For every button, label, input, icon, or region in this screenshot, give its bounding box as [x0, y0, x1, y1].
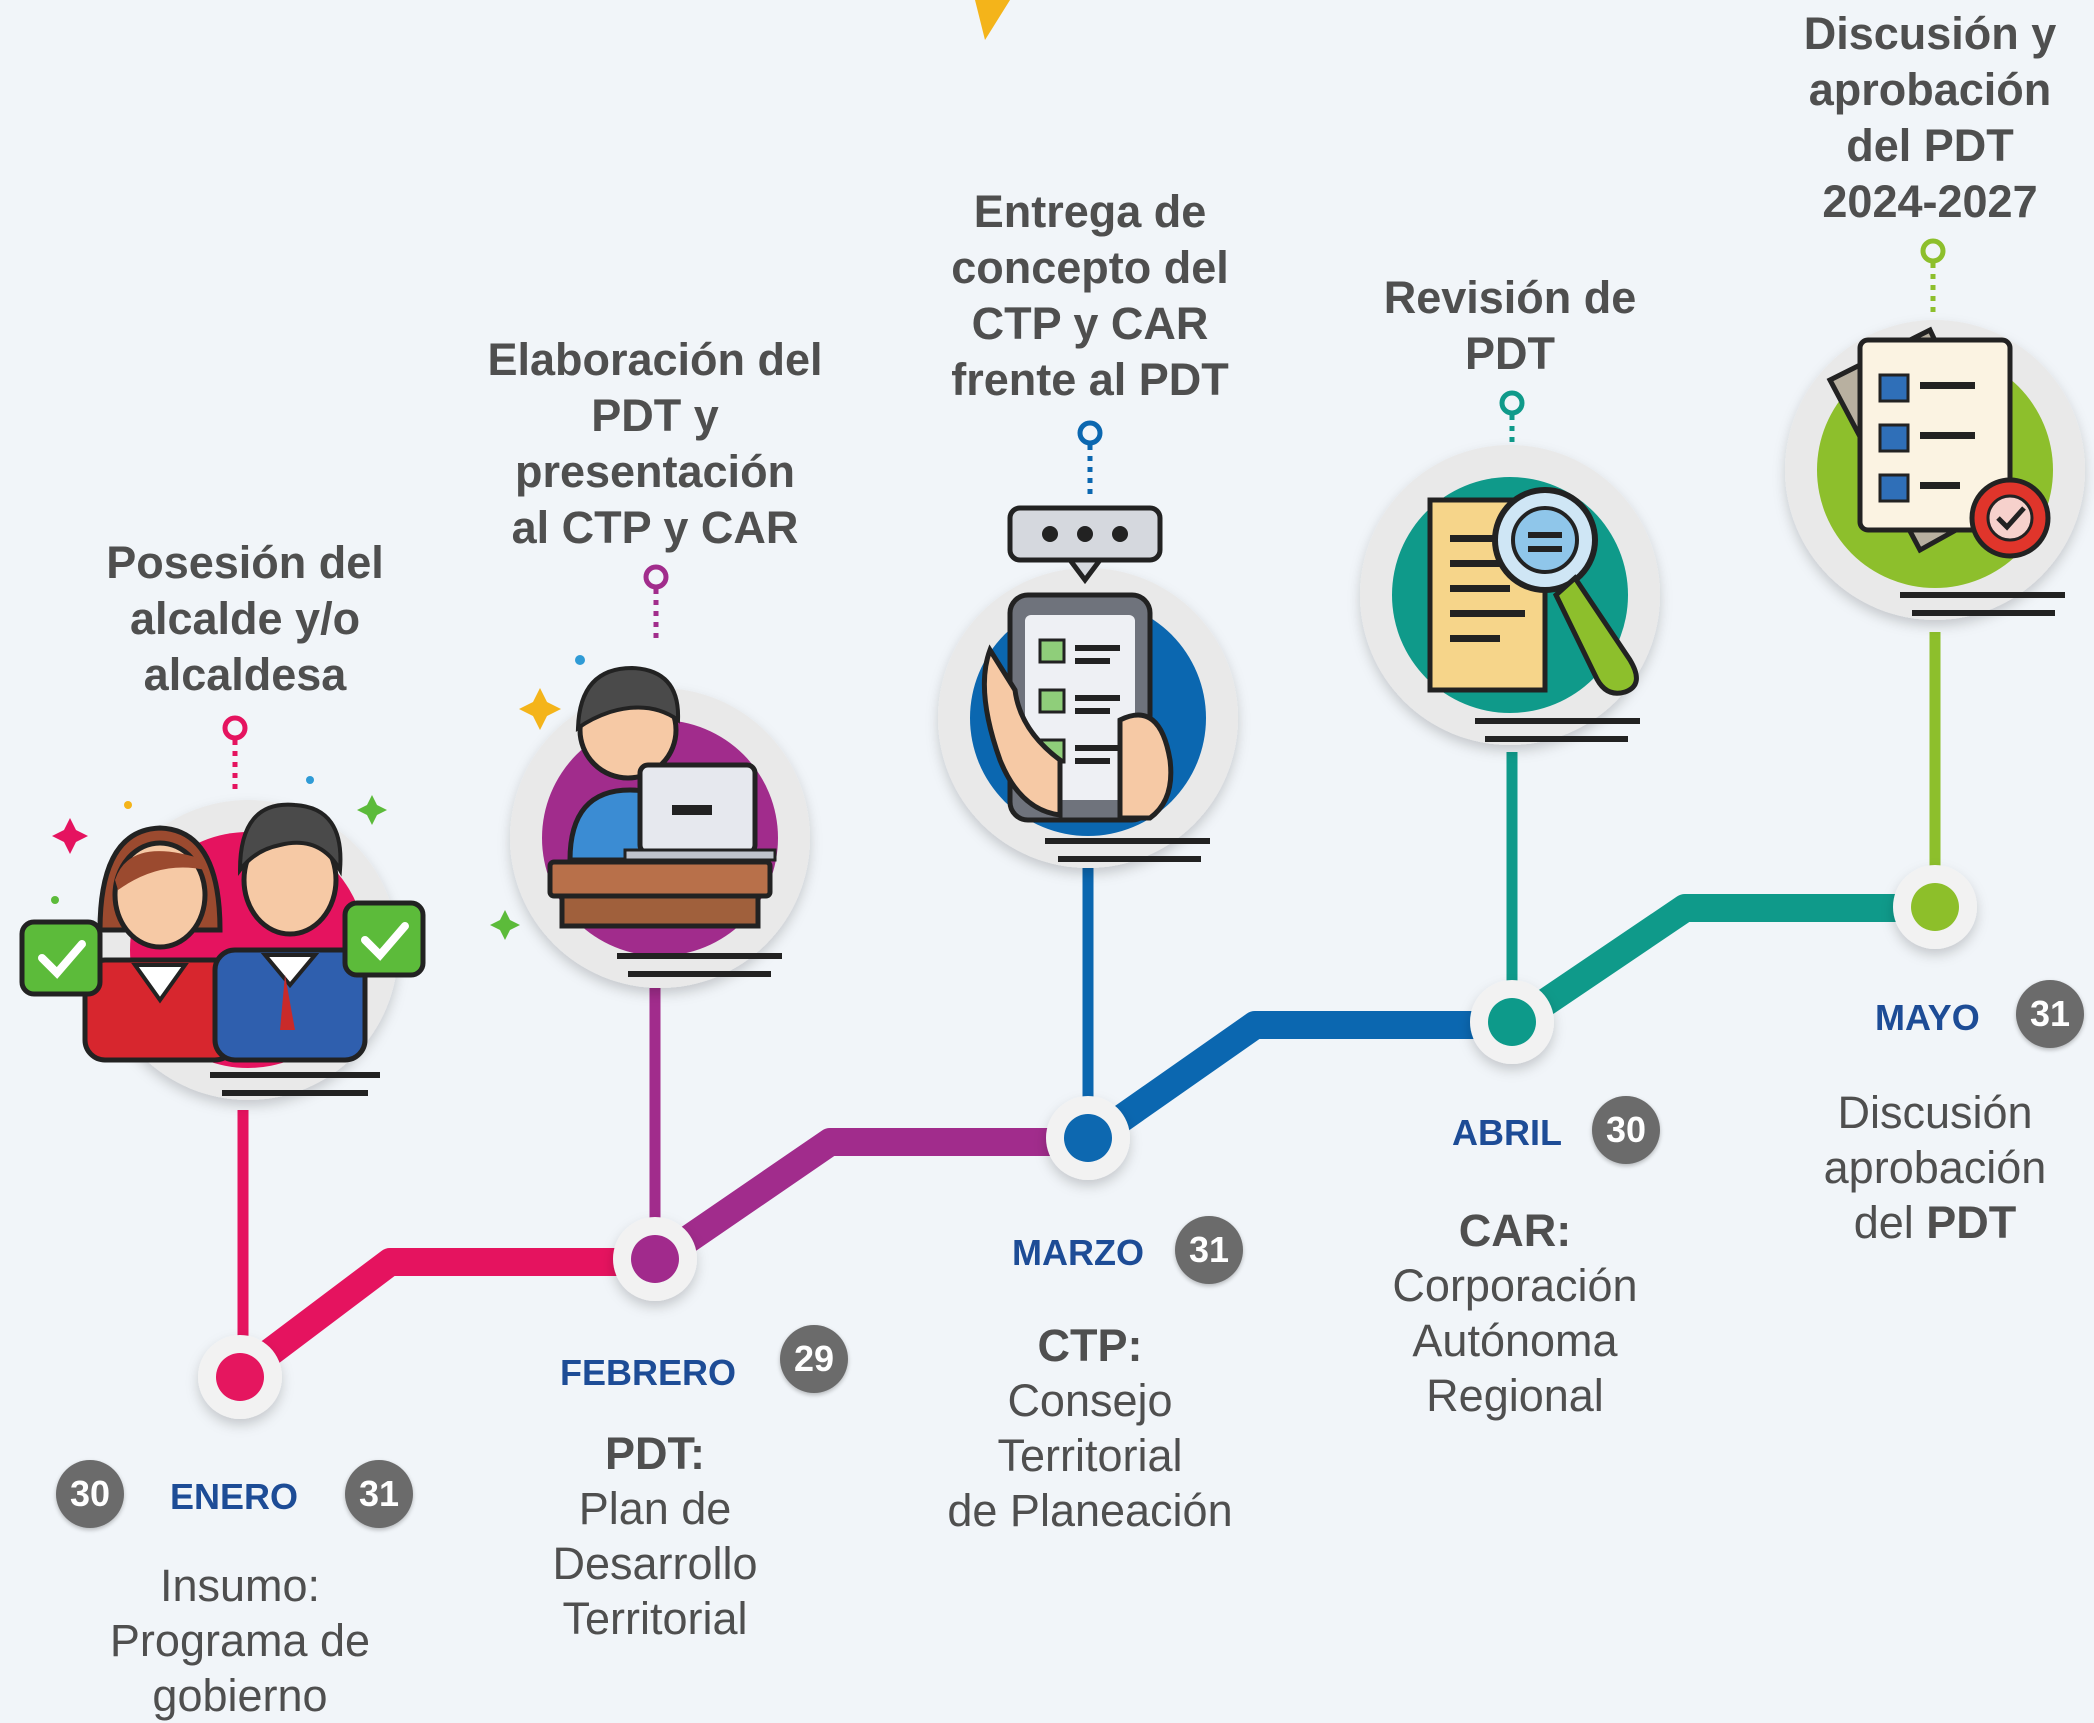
pin-febrero: [643, 564, 669, 640]
note-lead-marzo: CTP:: [1037, 1320, 1143, 1371]
milestone-title-enero: Posesión del alcalde y/o alcaldesa: [106, 537, 384, 700]
stems: [237, 632, 1941, 1372]
pin-enero: [222, 715, 248, 790]
milestone-title-mayo: Discusión y aprobación del PDT 2024-2027: [1803, 8, 2057, 227]
track-segment-abril: [1498, 894, 1949, 1039]
laptop-worker-icon: [490, 655, 810, 988]
milestone-note-febrero: PDT: Plan de Desarrollo Territorial: [500, 1426, 810, 1646]
note-lead-abril: CAR:: [1458, 1205, 1572, 1256]
milestone-title-febrero: Elaboración del PDT y presentación al CT…: [487, 334, 823, 553]
milestone-title-abril: Revisión de PDT: [1383, 272, 1637, 379]
track-segment-febrero: [641, 1128, 1102, 1276]
phone-checklist-icon: [938, 505, 1238, 868]
month-label-enero: ENERO: [170, 1476, 299, 1517]
note-lead-febrero: PDT:: [605, 1428, 705, 1479]
track-segment-marzo: [1074, 1011, 1526, 1156]
day-badge-abril: 30: [1592, 1096, 1660, 1164]
pins: [222, 238, 1946, 790]
milestone-note-mayo: Discusión aprobación del PDT: [1800, 1085, 2070, 1250]
pin-marzo: [1077, 420, 1103, 495]
top-arrow-fragment: [975, 0, 1010, 40]
day-badge-febrero: 29: [780, 1325, 848, 1393]
month-label-febrero: FEBRERO: [560, 1352, 737, 1393]
day-badge-enero-start: 30: [56, 1460, 124, 1528]
day-badge-marzo: 31: [1175, 1216, 1243, 1284]
month-label-marzo: MARZO: [1012, 1232, 1144, 1273]
note-rest-marzo: Consejo Territorial de Planeación: [947, 1375, 1233, 1536]
day-badge-mayo: 31: [2016, 980, 2084, 1048]
pin-mayo: [1920, 238, 1946, 315]
pin-abril: [1499, 390, 1525, 463]
milestone-note-marzo: CTP: Consejo Territorial de Planeación: [920, 1318, 1260, 1538]
milestone-note-enero: Insumo: Programa de gobierno: [70, 1558, 410, 1723]
note-rest-febrero: Plan de Desarrollo Territorial: [552, 1483, 758, 1644]
milestone-title-marzo: Entrega de concepto del CTP y CAR frente…: [951, 186, 1229, 405]
note-lead-enero: Insumo:: [159, 1560, 321, 1611]
approved-checklist-icon: [1785, 320, 2085, 620]
milestone-note-abril: CAR: Corporación Autónoma Regional: [1360, 1203, 1670, 1423]
node-febrero: [613, 1217, 697, 1301]
node-enero: [198, 1335, 282, 1419]
document-search-icon: [1360, 445, 1660, 745]
month-label-abril: ABRIL: [1452, 1112, 1562, 1153]
mayor-couple-icon: [19, 776, 426, 1100]
day-badge-enero: 31: [345, 1460, 413, 1528]
note-rest-enero: Programa de gobierno: [109, 1615, 371, 1721]
note-rest-abril: Corporación Autónoma Regional: [1392, 1260, 1638, 1421]
node-marzo: [1046, 1096, 1130, 1180]
node-mayo: [1893, 865, 1977, 949]
nodes: [198, 865, 1977, 1419]
node-abril: [1470, 980, 1554, 1064]
note-rest-mayo: PDT: [1926, 1197, 2017, 1248]
timeline-track: [226, 894, 1949, 1389]
track-segment-enero: [226, 1248, 669, 1389]
month-label-mayo: MAYO: [1875, 997, 1980, 1038]
note-lead-mayo: Discusión aprobación del: [1823, 1087, 2047, 1248]
